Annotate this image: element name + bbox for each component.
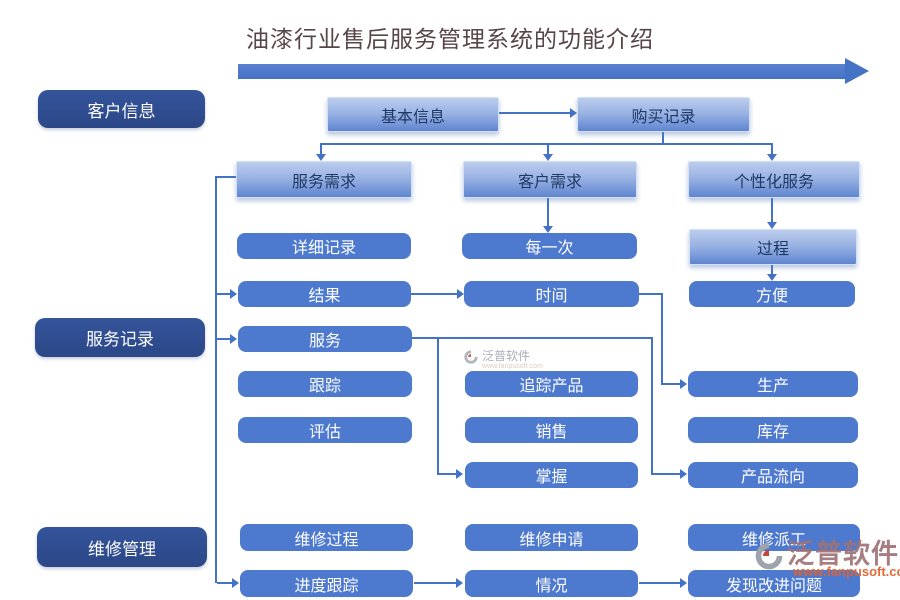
connector-spine-result [217,293,230,295]
node-repair-request: 维修申请 [465,524,638,551]
connector-service-flow-v [651,337,653,475]
arrowhead-icon [230,289,237,299]
connector-to-personalized [771,143,773,155]
arrowhead-icon [680,578,687,588]
arrowhead-icon [680,469,687,479]
connector-process-convenient [771,263,773,274]
connector-service-grasp-v [437,337,439,475]
arrowhead-icon [456,578,463,588]
arrowhead-icon [767,154,777,161]
arrowhead-icon [457,289,464,299]
node-sales: 销售 [465,417,638,443]
node-detail-record: 详细记录 [237,233,411,259]
node-track-product: 追踪产品 [465,371,638,397]
arrowhead-icon [543,226,553,233]
category-repair-mgmt: 维修管理 [37,527,207,567]
timeline-arrow-body [238,64,845,79]
arrowhead-icon [543,154,553,161]
watermark-bottom-right: 泛普软件 www.fanpusoft.com [753,539,900,579]
node-track: 跟踪 [238,371,412,397]
connector-time-elbow-v [661,293,663,384]
node-repair-process: 维修过程 [240,524,413,551]
connector-distribution-bar [320,143,773,145]
connector-purchase-drop [662,130,664,144]
connector-to-customer-need [547,143,549,155]
page-title: 油漆行业售后服务管理系统的功能介绍 [246,27,654,52]
arrowhead-icon [767,222,777,229]
watermark-brand-text: 泛普软件 [482,349,531,363]
arrowhead-icon [232,578,239,588]
arrowhead-icon [230,334,237,344]
node-service: 服务 [238,326,412,352]
connector-spine-progress [217,582,232,584]
node-evaluate: 评估 [238,417,412,443]
connector-spine-stub [215,176,236,178]
category-customer-info: 客户信息 [38,90,205,128]
node-result: 结果 [238,281,411,307]
connector-result-time [411,293,457,295]
node-time: 时间 [464,281,639,307]
connector-service-flow-h [651,473,680,475]
watermark-url-text: www.fanpusoft.com [793,564,900,579]
connector-spine [215,176,217,583]
node-find-improve: 发现改进问题 [688,570,860,597]
connector-time-elbow-h1 [639,293,663,295]
node-convenient: 方便 [689,281,855,307]
connector-spine-service [217,338,230,340]
fanpu-logo-icon [463,349,479,370]
connector-time-production [661,383,680,385]
connector-service-grasp-h [437,473,456,475]
watermark-brand-text: 泛普软件 [787,539,899,569]
arrowhead-icon [456,469,463,479]
connector-service-branch-h [412,337,653,339]
connector-basicinfo-purchase [497,112,570,114]
node-product-flow: 产品流向 [688,462,858,488]
node-repair-dispatch: 维修派工 [688,524,860,551]
connector-to-service-need [320,143,322,155]
node-customer-need: 客户需求 [463,161,637,198]
node-inventory: 库存 [688,417,858,443]
category-service-record: 服务记录 [35,318,205,357]
connector-customerneed-everytime [547,196,549,226]
node-basic-info: 基本信息 [327,97,499,132]
node-production: 生产 [688,371,858,397]
arrowhead-icon [767,274,777,281]
node-process: 过程 [689,229,857,265]
connector-situation-improve [639,582,680,584]
node-personalized-service: 个性化服务 [688,161,860,198]
node-service-need: 服务需求 [236,161,412,198]
connector-progress-situation [414,582,457,584]
fanpu-logo-icon [753,540,785,577]
timeline-arrow-head-icon [845,58,869,84]
arrowhead-icon [316,154,326,161]
connector-personalized-process [771,196,773,222]
node-purchase-record: 购买记录 [577,97,750,132]
node-grasp: 掌握 [465,462,638,488]
node-progress-track: 进度跟踪 [240,570,413,597]
watermark-url-text: www.fanpusoft.com [482,363,543,370]
watermark-center: 泛普软件 www.fanpusoft.com [463,349,543,370]
arrowhead-icon [680,379,687,389]
node-every-time: 每一次 [462,233,637,259]
node-situation: 情况 [465,570,638,597]
arrowhead-icon [570,108,577,118]
